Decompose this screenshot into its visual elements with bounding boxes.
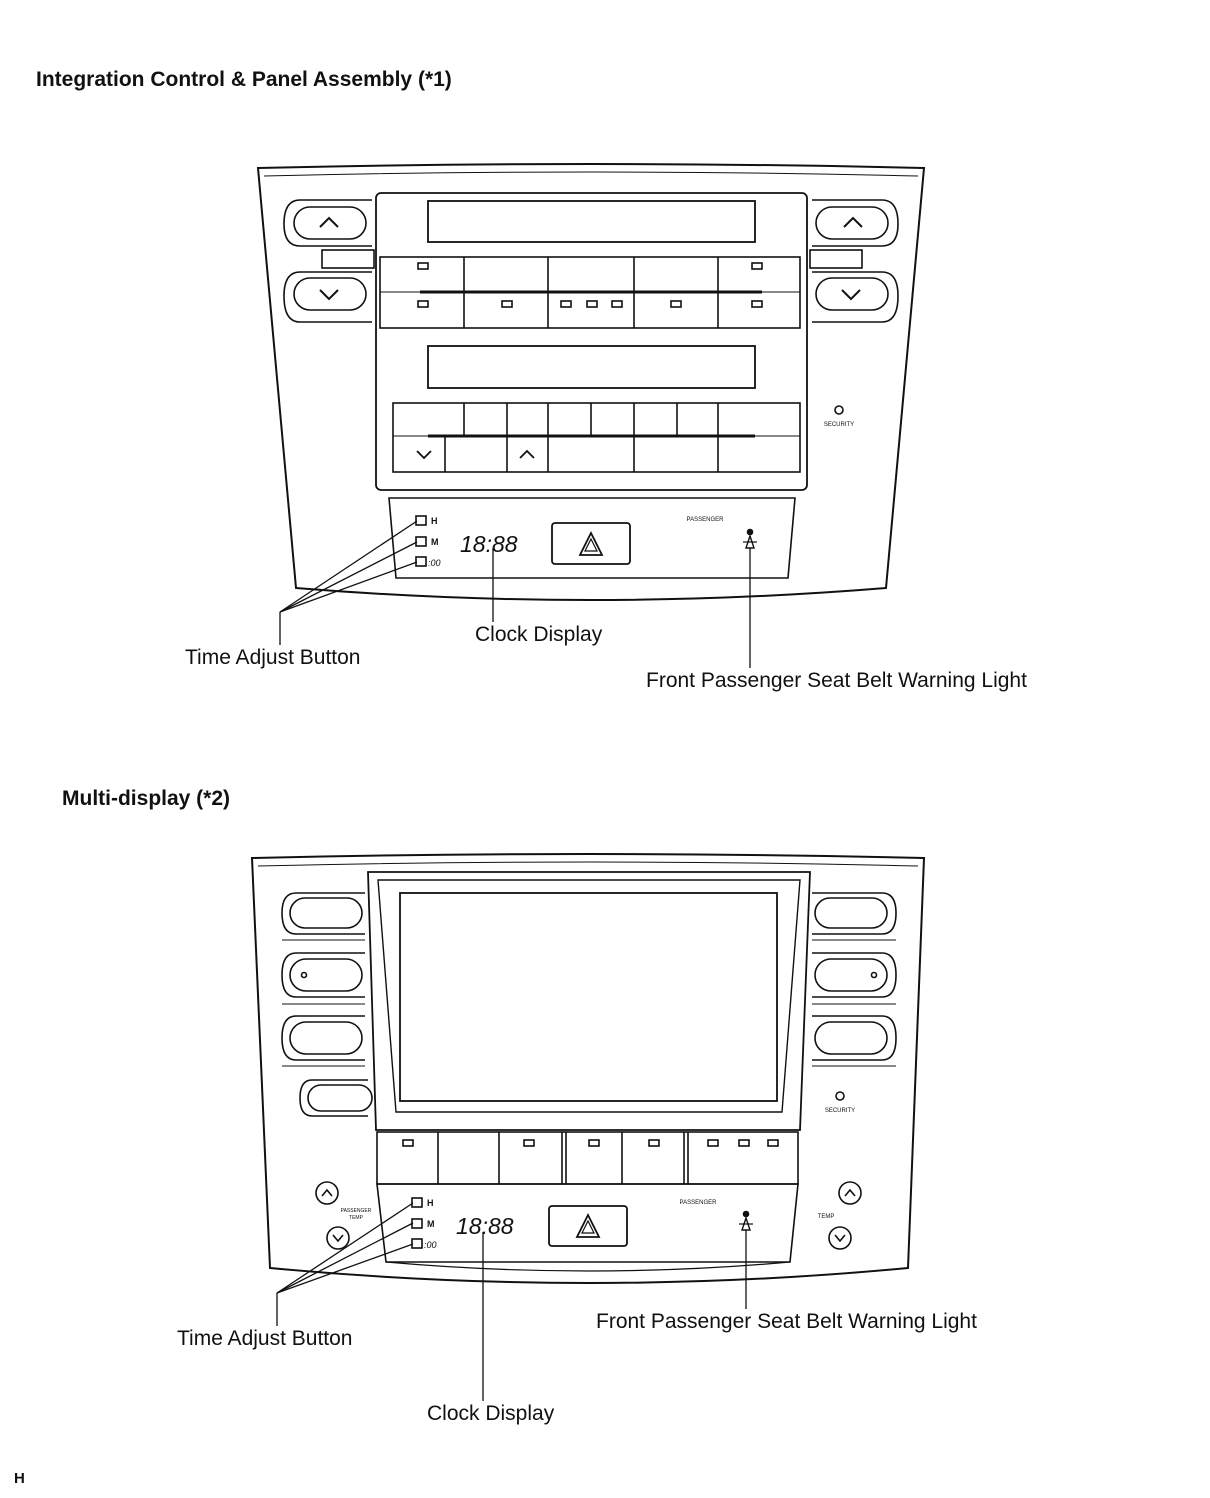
right-upper-control[interactable] (812, 199, 899, 247)
left-lower-control[interactable] (283, 271, 372, 323)
left-upper-control[interactable] (283, 199, 372, 247)
btn-m-label: M (427, 1219, 435, 1229)
lower-control-strip (388, 497, 796, 579)
btn-00-label: :00 (428, 558, 441, 568)
hazard-button[interactable] (548, 1205, 628, 1247)
panel-outer-bezel (250, 853, 926, 1284)
lower-button-grid[interactable] (392, 402, 801, 473)
temp-label: TEMP (818, 1214, 835, 1220)
clock-display-label: Clock Display (427, 1402, 555, 1425)
time-adjust-button-label: Time Adjust Button (177, 1327, 353, 1350)
right-lower-control[interactable] (812, 271, 899, 323)
upper-button-grid[interactable] (379, 256, 801, 329)
security-label: SECURITY (824, 422, 854, 428)
passenger-label: PASSENGER (687, 517, 725, 523)
upper-display-window (427, 200, 756, 243)
center-stack-frame (375, 192, 808, 491)
seat-belt-light-label: Front Passenger Seat Belt Warning Light (646, 669, 1027, 692)
lower-display-window (427, 345, 756, 389)
passenger-temp-controls[interactable] (315, 1181, 350, 1250)
section2-title: Multi-display (*2) (62, 787, 231, 810)
time-adjust-button-m[interactable] (411, 1218, 423, 1229)
clock-digits: 18:88 (456, 1213, 514, 1239)
passenger-label: PASSENGER (680, 1200, 718, 1206)
multi-display-diagram: SECURITY PASSENGER TEMP TEMP (250, 853, 926, 1401)
time-adjust-button-label: Time Adjust Button (185, 646, 361, 669)
btn-h-label: H (427, 1198, 434, 1208)
chevron-down-icon (416, 450, 432, 460)
leader-lines (279, 520, 751, 668)
btn-m-label: M (431, 537, 439, 547)
time-adjust-button-h[interactable] (415, 515, 427, 526)
left-vent-controls[interactable] (281, 892, 373, 1117)
time-adjust-button-m[interactable] (415, 536, 427, 547)
seat-belt-light-label: Front Passenger Seat Belt Warning Light (596, 1310, 977, 1333)
time-adjust-button-00[interactable] (411, 1238, 423, 1249)
btn-00-label: :00 (424, 1240, 437, 1250)
security-label: SECURITY (825, 1108, 855, 1114)
seat-belt-warning-icon (743, 528, 757, 549)
screen-housing (367, 871, 811, 1131)
clock-display-label: Clock Display (475, 623, 603, 646)
clock-digits: 18:88 (460, 531, 518, 557)
hazard-triangle-icon (575, 1212, 601, 1238)
leader-lines (276, 1202, 747, 1401)
footer-mark: H (14, 1470, 25, 1487)
hazard-button[interactable] (551, 522, 631, 565)
hazard-triangle-icon (578, 530, 604, 556)
security-indicator-icon (835, 1091, 845, 1101)
time-adjust-button-h[interactable] (411, 1197, 423, 1208)
seat-belt-warning-icon (739, 1210, 753, 1231)
section1-title: Integration Control & Panel Assembly (*1… (36, 68, 452, 91)
driver-temp-controls[interactable] (828, 1181, 862, 1250)
passenger-temp-label-2: TEMP (349, 1215, 364, 1221)
btn-h-label: H (431, 516, 438, 526)
security-indicator-icon (834, 405, 844, 415)
time-adjust-button-00[interactable] (415, 556, 427, 567)
chevron-up-icon (519, 449, 535, 459)
multi-display-screen (399, 892, 778, 1102)
passenger-temp-label-1: PASSENGER (341, 1208, 372, 1214)
panel-outer-bezel (256, 163, 926, 601)
integration-panel-diagram: SECURITY H M :00 18:88 PASSENGER (256, 163, 926, 668)
button-strip[interactable] (376, 1131, 799, 1185)
right-vent-controls[interactable] (812, 892, 897, 1067)
